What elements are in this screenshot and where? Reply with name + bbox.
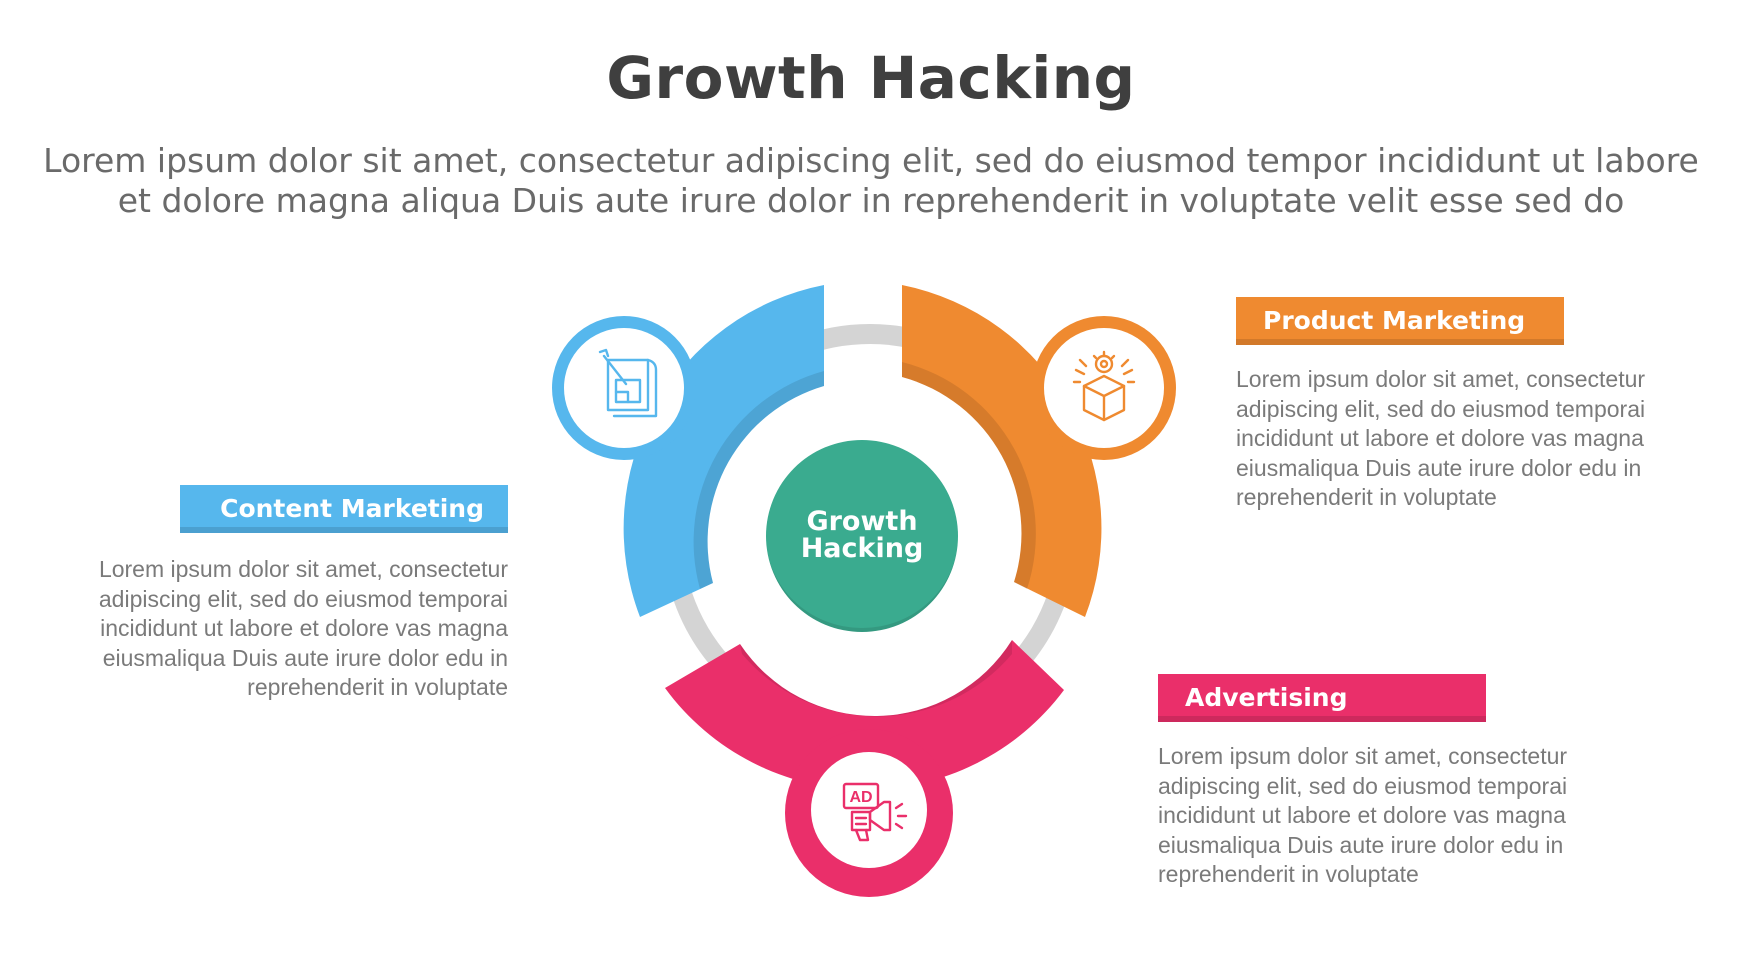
label-product-marketing-shade [1236, 339, 1564, 345]
label-product-marketing-text: Product Marketing [1263, 306, 1526, 335]
center-label-line-1: Growth [806, 506, 917, 537]
center-hub: Growth Hacking [766, 440, 958, 632]
product-box-gear-icon [1072, 350, 1136, 422]
label-content-marketing-shade [180, 527, 508, 533]
label-advertising-shade [1158, 716, 1486, 722]
center-circle [766, 440, 958, 632]
desc-content-marketing: Lorem ipsum dolor sit amet, consectetur … [98, 556, 508, 700]
segment-product-marketing-band [902, 285, 1102, 617]
segment-content-marketing-badge-inner [564, 328, 684, 448]
segment-product-marketing-badge-inner [1044, 328, 1164, 448]
segment-content-marketing-shade [693, 371, 824, 589]
center-label-line-2: Hacking [801, 533, 924, 564]
subtitle-line-1: Lorem ipsum dolor sit amet, consectetur … [43, 141, 1699, 180]
label-content-marketing-text: Content Marketing [220, 494, 484, 523]
ad-icon-text: AD [849, 789, 872, 806]
label-content-marketing: Content Marketing [180, 485, 508, 533]
segment-advertising-band [665, 640, 1064, 790]
label-product-marketing: Product Marketing [1236, 297, 1564, 345]
segment-product-marketing [902, 285, 1176, 617]
segment-content-marketing [552, 285, 824, 617]
segment-advertising: AD [665, 640, 1064, 897]
desc-advertising: Lorem ipsum dolor sit amet, consectetur … [1158, 743, 1568, 887]
label-advertising: Advertising [1158, 674, 1486, 722]
subtitle-line-2: et dolore magna aliqua Duis aute irure d… [117, 181, 1625, 220]
segment-product-marketing-shade [902, 362, 1036, 589]
page-title: Growth Hacking [606, 44, 1136, 112]
ad-megaphone-icon: AD [842, 782, 908, 842]
blueprint-document-icon [598, 348, 658, 418]
label-advertising-text: Advertising [1185, 683, 1348, 712]
desc-product-marketing: Lorem ipsum dolor sit amet, consectetur … [1236, 366, 1646, 510]
segment-advertising-badge-inner [811, 752, 927, 868]
segment-content-marketing-band [623, 285, 824, 617]
